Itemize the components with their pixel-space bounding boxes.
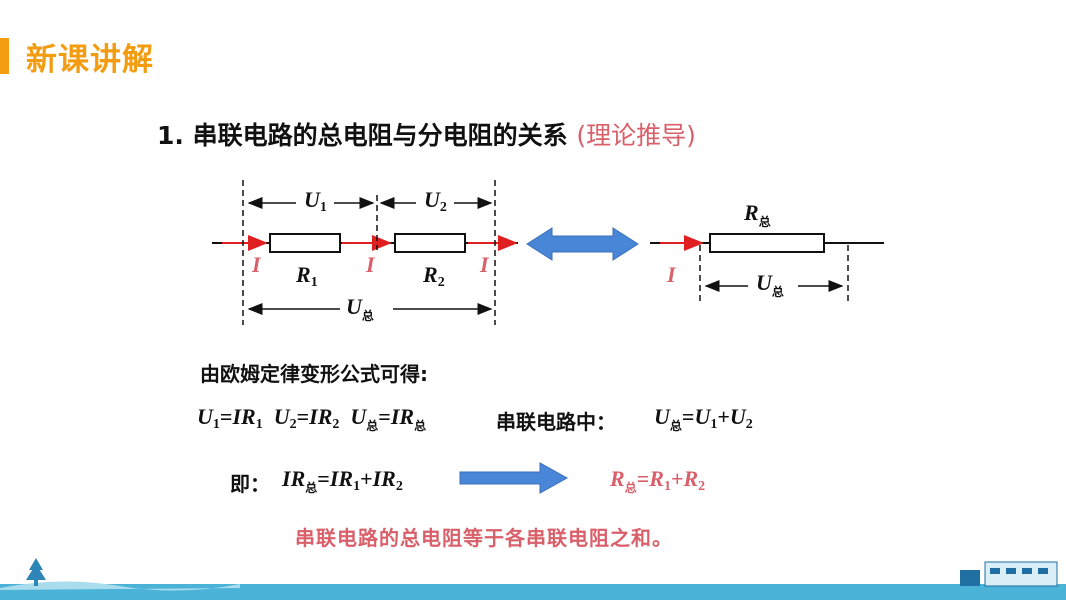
label-current-3: I xyxy=(480,252,489,277)
label-r2: R2 xyxy=(423,262,445,290)
section-accent-bar xyxy=(0,38,9,74)
label-current-2: I xyxy=(366,252,375,277)
label-r-total: R总 xyxy=(744,200,771,229)
section-title: 新课讲解 xyxy=(26,42,154,78)
label-u-total-right: U总 xyxy=(756,270,784,299)
building-icon xyxy=(960,561,1058,587)
current-resistance-equation: IR总=IR1+IR2 xyxy=(282,466,403,495)
label-u-total: U总 xyxy=(346,294,374,323)
label-r1: R1 xyxy=(296,262,318,290)
resistor-total xyxy=(709,233,825,253)
label-current-right: I xyxy=(667,262,676,287)
label-u1: U1 xyxy=(304,187,327,215)
equivalence-double-arrow xyxy=(526,227,639,261)
resistor-r1 xyxy=(269,233,341,253)
label-u2: U2 xyxy=(424,187,447,215)
series-voltage-equation: U总=U1+U2 xyxy=(654,404,753,433)
tree-icon xyxy=(26,558,46,586)
eq-u-total: U总=IR总 xyxy=(350,404,427,433)
series-label: 串联电路中： xyxy=(496,410,616,434)
implies-arrow xyxy=(459,462,569,494)
eq-u2: U2=IR2 xyxy=(273,404,340,432)
derivation-intro: 由欧姆定律变形公式可得: xyxy=(200,362,428,386)
resistance-result-equation: R总=R1+R2 xyxy=(610,466,706,495)
label-current-1: I xyxy=(252,252,261,277)
heading-text: 串联电路的总电阻与分电阻的关系 xyxy=(192,121,568,150)
resistor-r2 xyxy=(394,233,466,253)
topic-heading: 1. 串联电路的总电阻与分电阻的关系 (理论推导) xyxy=(157,116,696,152)
conclusion-text: 串联电路的总电阻等于各串联电阻之和。 xyxy=(295,526,673,550)
footer-decoration xyxy=(0,558,1066,600)
eq-u1: U1=IR1 xyxy=(197,404,263,432)
heading-number: 1. xyxy=(157,121,184,150)
equation-line-1: U1=IR1 U2=IR2 U总=IR总 xyxy=(197,404,426,434)
heading-note: (理论推导) xyxy=(576,121,696,150)
ji-label: 即： xyxy=(230,472,270,496)
